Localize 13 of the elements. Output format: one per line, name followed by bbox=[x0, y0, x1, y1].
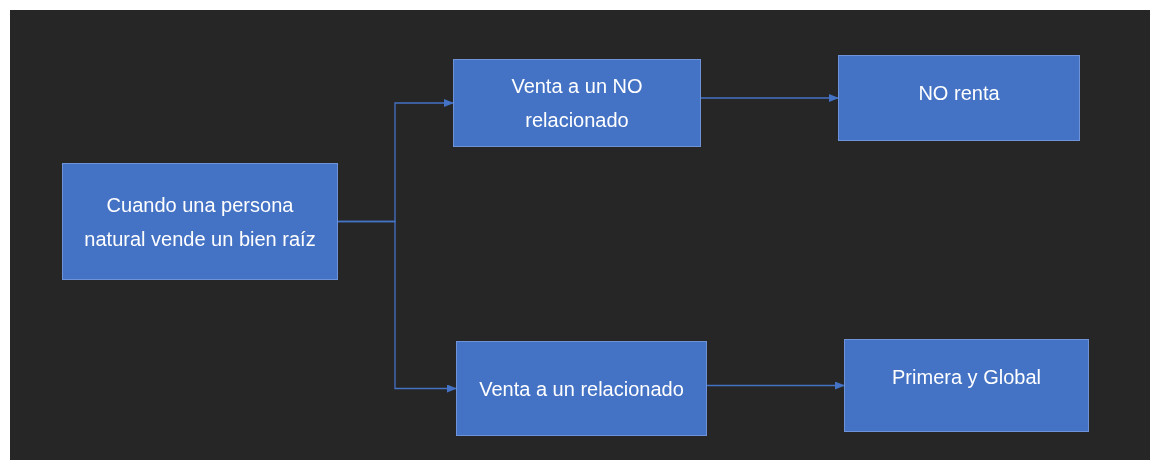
process-box bbox=[838, 55, 1080, 141]
box-text: Venta a un relacionado bbox=[479, 376, 684, 402]
arrow bbox=[706, 381, 845, 390]
arrow bbox=[337, 220, 457, 393]
process-box bbox=[453, 59, 701, 147]
box-text: NO renta bbox=[918, 81, 1000, 106]
process-box bbox=[844, 339, 1089, 432]
box-text: Cuando una persona natural vende un bien raíz bbox=[83, 192, 317, 252]
box-text: Venta a un NO relacionado bbox=[510, 74, 644, 133]
process-box bbox=[456, 341, 707, 436]
box-text: Primera y Global bbox=[892, 365, 1041, 390]
arrow bbox=[700, 94, 839, 102]
process-box bbox=[62, 163, 338, 280]
